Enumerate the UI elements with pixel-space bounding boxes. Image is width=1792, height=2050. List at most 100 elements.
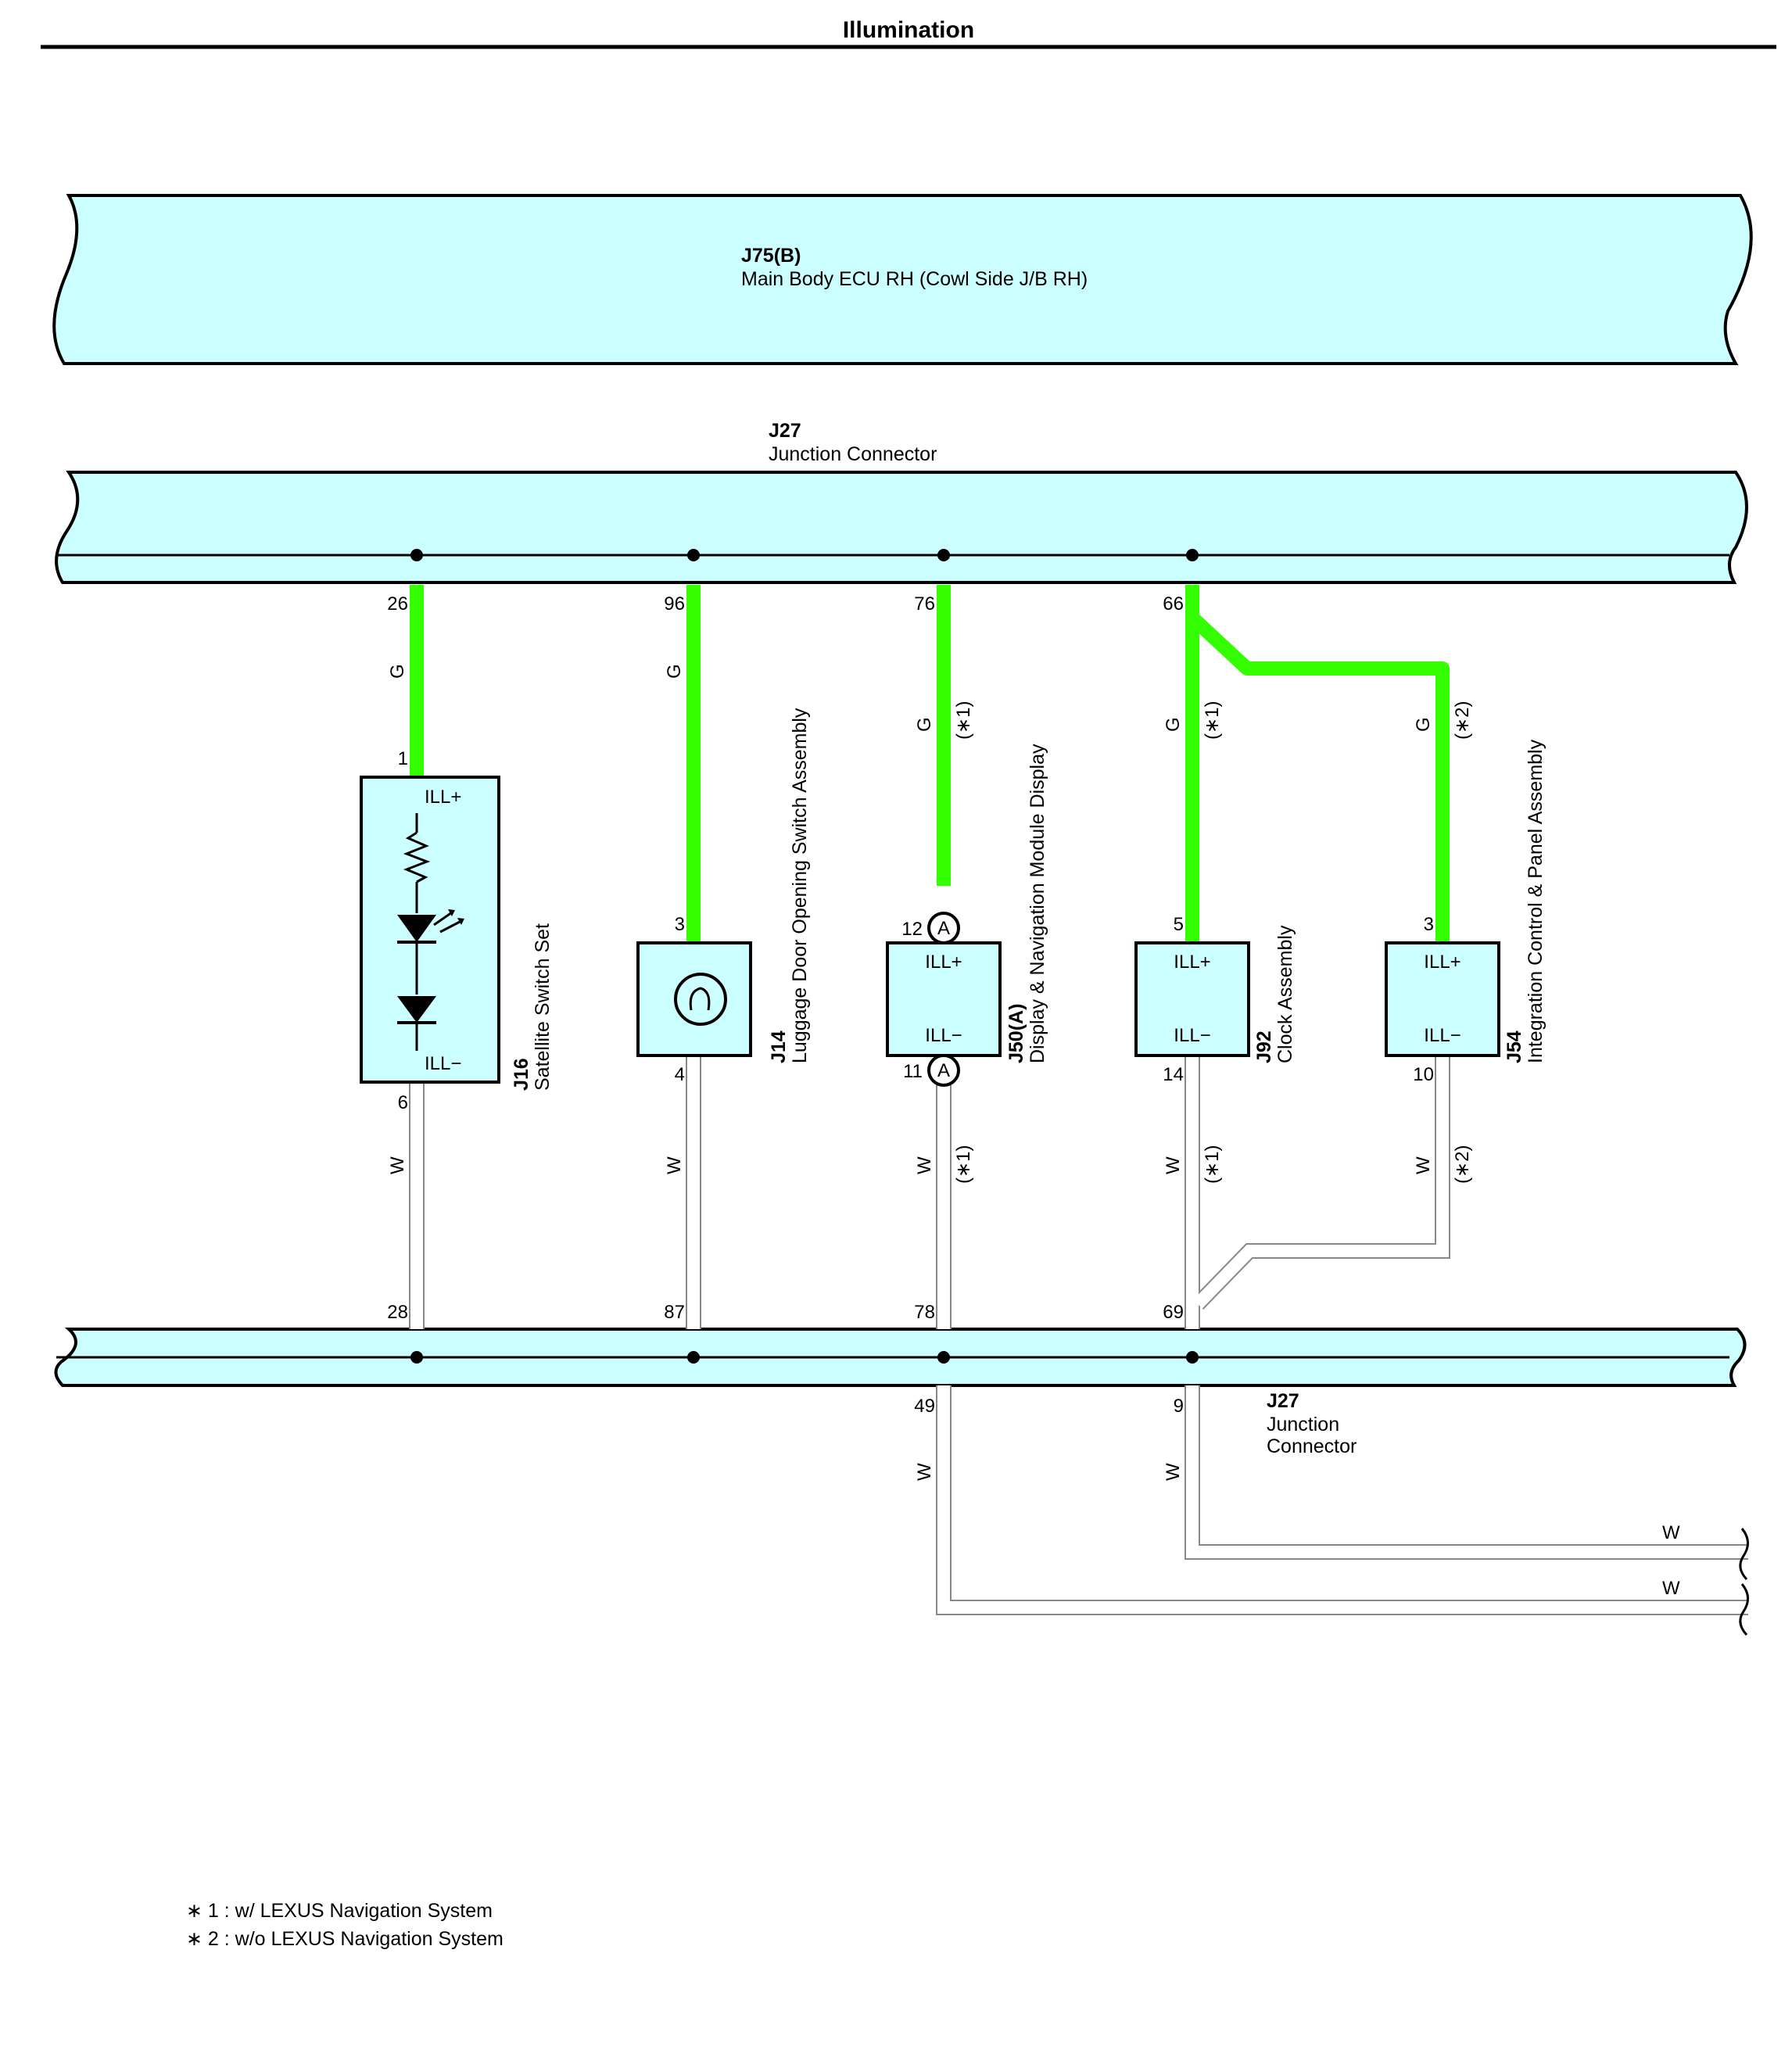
wire-code-g: G (1413, 717, 1434, 732)
diagram-title: Illumination (843, 17, 974, 43)
j50-connector-a-bottom (927, 1054, 960, 1087)
j16-box (360, 776, 500, 1084)
pin-j14-4: 4 (675, 1064, 685, 1085)
pin-j54-3: 3 (1424, 914, 1434, 935)
j50-conn-label-bottom: A (937, 1060, 950, 1081)
pin-j50-12: 12 (901, 919, 923, 940)
condition-marks: (∗1) (∗1) (∗2) (∗1) (∗1) (∗2) (953, 701, 1473, 1184)
junction-top-panel (55, 471, 1748, 584)
j92-ill-minus: ILL− (1174, 1025, 1210, 1046)
wire-code-w: W (1163, 1156, 1184, 1174)
svg-text:Luggage Door Opening Switch As: Luggage Door Opening Switch Assembly (789, 708, 811, 1063)
svg-text:J16: J16 (511, 1058, 532, 1091)
pin-j14-3: 3 (675, 914, 685, 935)
pin-28: 28 (387, 1302, 408, 1323)
j92-ill-plus: ILL+ (1174, 952, 1210, 973)
j16-ill-plus: ILL+ (425, 787, 461, 808)
ecu-name: Main Body ECU RH (Cowl Side J/B RH) (741, 268, 1088, 290)
condition-1: (∗1) (953, 1145, 974, 1184)
wire-code-w: W (387, 1156, 408, 1174)
wire-color-codes: G G G G G W W W W W W W W W (387, 664, 1680, 1599)
j14-label: J14 Luggage Door Opening Switch Assembly (768, 708, 811, 1063)
svg-text:Display & Navigation Module Di: Display & Navigation Module Display (1027, 744, 1048, 1063)
wire-code-w: W (914, 1463, 935, 1481)
ecu-panel (52, 194, 1753, 365)
ecu-code: J75(B) (741, 245, 801, 267)
green-wires (410, 585, 1450, 941)
pin-49: 49 (914, 1396, 935, 1417)
j50-ill-plus: ILL+ (925, 952, 962, 973)
pin-j92-5: 5 (1174, 914, 1184, 935)
j50-ill-minus: ILL− (925, 1025, 962, 1046)
j92-label: J92 Clock Assembly (1253, 925, 1296, 1063)
pin-76: 76 (914, 593, 935, 615)
condition-1: (∗1) (1202, 1145, 1223, 1184)
diode-icon (397, 996, 436, 1023)
j16-internal (403, 813, 462, 1051)
bulb-icon (674, 973, 727, 1026)
white-wires (409, 1055, 1748, 1615)
pin-9: 9 (1174, 1396, 1184, 1417)
pin-26: 26 (387, 593, 408, 615)
j54-box (1385, 941, 1500, 1057)
j54-ill-plus: ILL+ (1424, 952, 1460, 973)
condition-1: (∗1) (953, 701, 974, 740)
wire-code-g: G (914, 717, 935, 732)
wire-g-j54 (1187, 612, 1450, 941)
pin-j16-1: 1 (398, 748, 408, 769)
junction-bottom-code: J27 (1267, 1390, 1299, 1412)
j50-conn-label-top: A (937, 918, 950, 939)
wire-code-w: W (664, 1156, 685, 1174)
j54-label: J54 Integration Control & Panel Assembly (1503, 739, 1546, 1063)
svg-text:J50(A): J50(A) (1005, 1004, 1027, 1063)
pin-96: 96 (664, 593, 685, 615)
j50-connector-a-top (927, 912, 960, 944)
junction-top-code: J27 (769, 420, 801, 442)
pin-87: 87 (664, 1302, 685, 1323)
wire-code-w: W (1662, 1578, 1680, 1599)
pin-j54-10: 10 (1413, 1064, 1434, 1085)
svg-text:Satellite Switch Set: Satellite Switch Set (532, 923, 554, 1091)
svg-text:J92: J92 (1253, 1030, 1275, 1063)
junction-top-name: Junction Connector (769, 443, 937, 465)
wire-code-w: W (914, 1156, 935, 1174)
j50-label: J50(A) Display & Navigation Module Displ… (1005, 744, 1048, 1063)
wire-code-g: G (664, 664, 685, 679)
condition-1: (∗1) (1202, 701, 1223, 740)
bulb-filament (689, 987, 711, 1011)
wire-code-w: W (1662, 1522, 1680, 1543)
legend-line-2: ∗ 2 : w/o LEXUS Navigation System (186, 1928, 504, 1950)
led-icon (397, 915, 436, 942)
light-arrow-icon (448, 909, 455, 916)
svg-text:Clock Assembly: Clock Assembly (1274, 925, 1296, 1063)
j92-box (1134, 941, 1250, 1057)
wire-code-g: G (387, 664, 408, 679)
pin-j50-11: 11 (903, 1061, 923, 1082)
j50-box (886, 941, 1002, 1057)
pin-numbers: 26 96 76 66 1 6 3 4 12 11 5 14 3 10 28 8… (387, 593, 1434, 1417)
legend-line-1: ∗ 1 : w/ LEXUS Navigation System (186, 1900, 493, 1922)
splice-dots (410, 549, 1199, 1364)
wire-code-w: W (1413, 1156, 1434, 1174)
condition-2: (∗2) (1452, 701, 1473, 740)
condition-2: (∗2) (1452, 1145, 1473, 1184)
junction-bottom-name-2: Connector (1267, 1435, 1357, 1457)
svg-text:J14: J14 (768, 1030, 790, 1063)
svg-text:Integration Control & Panel As: Integration Control & Panel Assembly (1525, 739, 1546, 1063)
wire-code-g: G (1163, 717, 1184, 732)
pin-j92-14: 14 (1163, 1064, 1184, 1085)
pin-66: 66 (1163, 593, 1184, 615)
j14-box (636, 941, 752, 1057)
j16-label: J16 Satellite Switch Set (511, 923, 554, 1091)
pin-78: 78 (914, 1302, 935, 1323)
pin-j16-6: 6 (398, 1092, 408, 1113)
wire-break-marks (1739, 1528, 1749, 1636)
j54-ill-minus: ILL− (1424, 1025, 1460, 1046)
svg-text:J54: J54 (1503, 1030, 1525, 1063)
wire-code-w: W (1163, 1463, 1184, 1481)
j16-ill-minus: ILL− (425, 1053, 461, 1074)
junction-bottom-name-1: Junction (1267, 1414, 1339, 1435)
light-arrow-icon (457, 918, 464, 925)
pin-69: 69 (1163, 1302, 1184, 1323)
